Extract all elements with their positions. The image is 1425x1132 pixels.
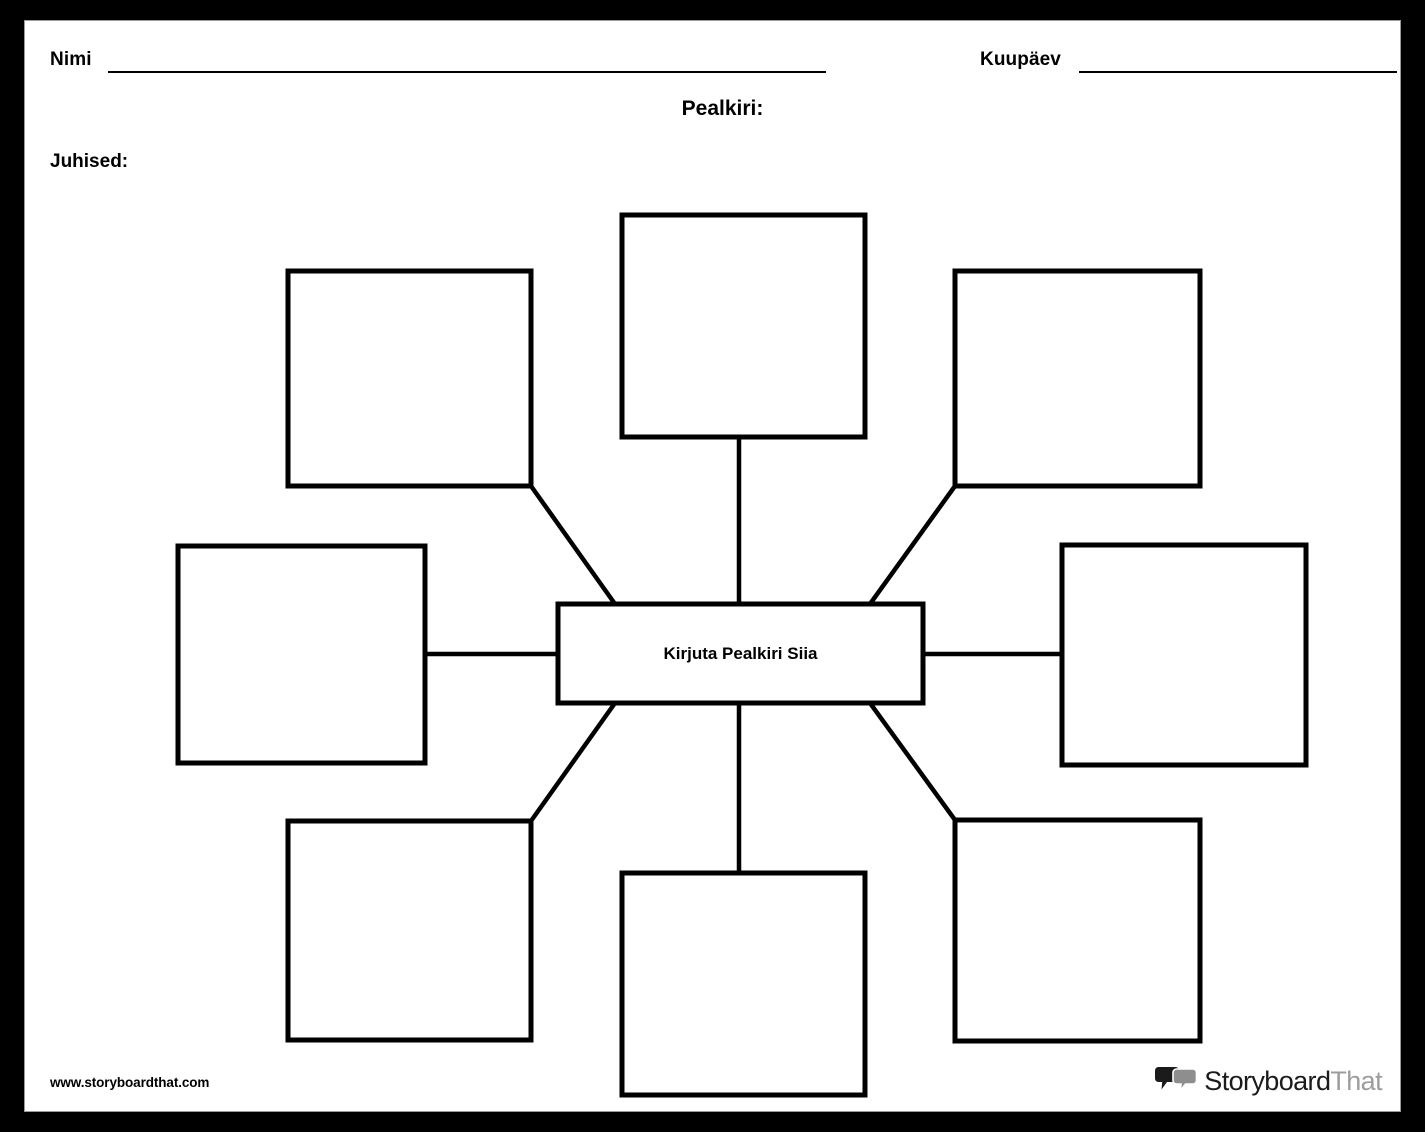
connector-top-left [529,484,617,606]
connector-top-right [868,484,957,606]
date-field-row: Kuupäev [980,49,1397,73]
name-label: Nimi [50,49,92,70]
node-boxes [175,212,1309,1098]
node-box-bottom [619,870,868,1098]
directions-label: Juhised: [50,151,129,172]
node-box-top-left [285,268,534,489]
worksheet-page: Nimi Kuupäev Pealkiri: Juhised: [24,20,1401,1112]
spider-map-diagram: Kirjuta Pealkiri Siia [25,21,1400,1111]
node-box-middle-left [175,543,428,766]
brand-wordmark: StoryboardThat [1204,1068,1382,1095]
connector-lines [425,437,1062,873]
center-box [555,601,926,706]
brand-secondary-text: That [1330,1066,1382,1096]
speech-bubbles-icon [1155,1066,1198,1097]
name-field-row: Nimi [50,49,826,73]
node-box-top-right [952,268,1203,489]
node-box-middle-right [1059,542,1309,768]
node-box-bottom-right [952,817,1203,1044]
center-node: Kirjuta Pealkiri Siia [555,601,926,706]
node-box-bottom-left [285,818,534,1043]
page-title: Pealkiri: [681,97,764,120]
site-url[interactable]: www.storyboardthat.com [50,1075,210,1090]
name-input-line[interactable] [107,70,826,73]
brand-primary-text: Storyboard [1204,1066,1331,1096]
connector-bottom-right [868,701,957,822]
center-box-label: Kirjuta Pealkiri Siia [663,644,818,663]
connector-bottom-left [529,701,617,823]
date-label: Kuupäev [980,49,1061,70]
date-input-line[interactable] [1078,70,1397,73]
node-box-top [619,212,868,440]
storyboardthat-logo[interactable]: StoryboardThat [1155,1066,1383,1097]
